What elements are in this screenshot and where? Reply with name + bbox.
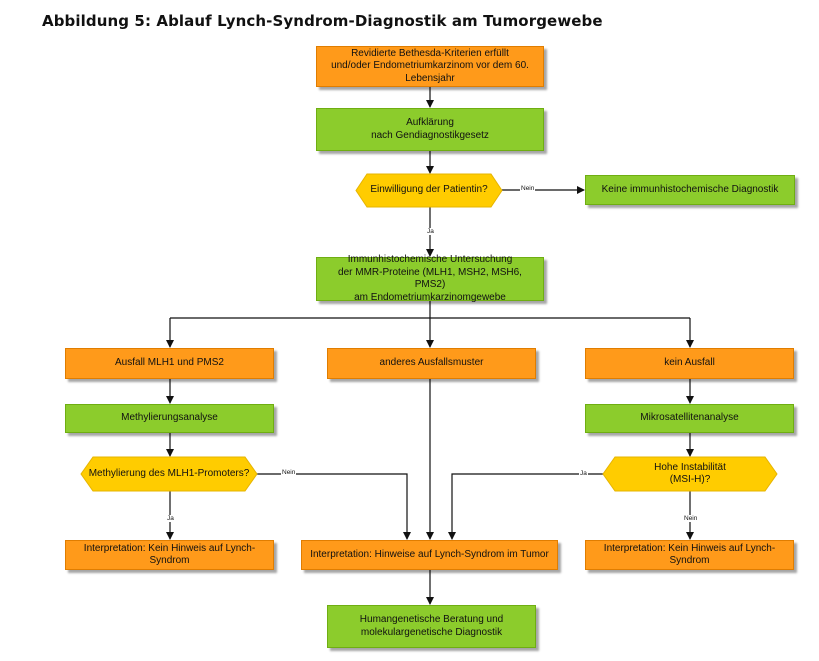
node-methyl-question-label: Methylierung des MLH1-Promoters? xyxy=(88,467,250,479)
node-interp-left: Interpretation: Kein Hinweis auf Lynch-S… xyxy=(65,540,274,570)
edge-label-msi-yes: Ja xyxy=(579,470,588,477)
node-no-ihc: Keine immunhistochemische Diagnostik xyxy=(585,175,795,205)
hexagon-shape xyxy=(80,456,258,492)
hexagon-shape xyxy=(602,456,778,492)
edge-methyl-no xyxy=(257,473,411,540)
edge-label-msi-no: Nein xyxy=(683,515,699,522)
node-msi-question-label: Hohe Instabilität (MSI-H)? xyxy=(654,461,726,486)
node-interp-mid: Interpretation: Hinweise auf Lynch-Syndr… xyxy=(301,540,558,570)
node-loss-mlh1: Ausfall MLH1 und PMS2 xyxy=(65,348,274,379)
edge-label-consent-no: Nein xyxy=(520,185,536,192)
edge-label-methyl-yes: Ja xyxy=(166,515,175,522)
edge-msi-yes xyxy=(448,473,603,540)
node-no-loss: kein Ausfall xyxy=(585,348,794,379)
node-methylation: Methylierungsanalyse xyxy=(65,404,274,433)
edge-label-methyl-no: Nein xyxy=(281,469,297,476)
node-msi-question: Hohe Instabilität (MSI-H)? xyxy=(602,456,778,492)
hexagon-shape xyxy=(355,173,503,208)
node-consent-question-label: Einwilligung der Patientin? xyxy=(370,184,488,196)
node-microsat: Mikrosatellitenanalyse xyxy=(585,404,794,433)
node-criteria: Revidierte Bethesda-Kriterien erfüllt un… xyxy=(316,46,544,87)
node-ihc: Immunhistochemische Untersuchung der MMR… xyxy=(316,254,544,303)
node-consent-info: Aufklärung nach Gendiagnostikgesetz xyxy=(316,108,544,151)
node-consent-question: Einwilligung der Patientin? xyxy=(355,173,503,208)
node-counseling: Humangenetische Beratung und molekularge… xyxy=(327,605,536,648)
page-title: Abbildung 5: Ablauf Lynch-Syndrom-Diagno… xyxy=(42,12,603,30)
node-methyl-question: Methylierung des MLH1-Promoters? xyxy=(80,456,258,492)
node-other-pattern: anderes Ausfallsmuster xyxy=(327,348,536,379)
edge-label-consent-yes: Ja xyxy=(426,228,435,235)
node-interp-right: Interpretation: Kein Hinweis auf Lynch-S… xyxy=(585,540,794,570)
